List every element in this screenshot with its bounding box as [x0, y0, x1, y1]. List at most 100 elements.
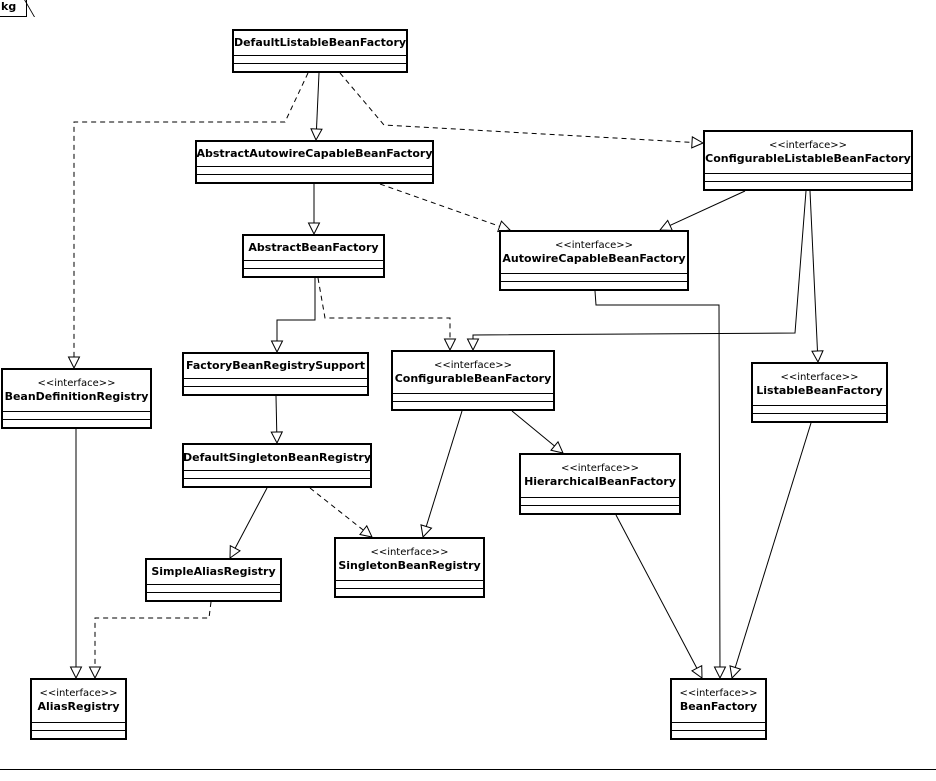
attributes-compartment — [32, 722, 125, 730]
attributes-compartment — [234, 55, 406, 63]
generalization-line-fbrs-dsbr — [275, 395, 278, 433]
interface-listable-bean-factory[interactable]: <<interface>> ListableBeanFactory — [751, 362, 888, 423]
operations-compartment — [244, 268, 383, 276]
hollow-triangle-arrowhead — [466, 338, 480, 352]
generalization-line-hbf-bf — [615, 514, 698, 669]
class-name: SingletonBeanRegistry — [338, 558, 481, 572]
interface-hierarchical-bean-factory[interactable]: <<interface>> HierarchicalBeanFactory — [519, 453, 681, 515]
attributes-compartment — [244, 260, 383, 268]
hollow-triangle-arrowhead — [691, 664, 703, 679]
operations-compartment — [753, 413, 886, 421]
class-name: FactoryBeanRegistrySupport — [185, 359, 366, 372]
realization-line-abf-cbf — [317, 277, 451, 339]
operations-compartment — [184, 478, 370, 486]
interface-stereotype: <<interface>> — [679, 688, 758, 699]
realization-line-aacbf-acbf — [379, 183, 500, 227]
operations-compartment — [3, 419, 150, 427]
hollow-triangle-arrowhead — [729, 665, 742, 680]
class-name: ListableBeanFactory — [756, 383, 883, 397]
operations-compartment — [234, 63, 406, 71]
hollow-triangle-arrowhead — [811, 350, 824, 364]
interface-configurable-listable-bean-factory[interactable]: <<interface>> ConfigurableListableBeanFa… — [703, 130, 913, 191]
class-name: HierarchicalBeanFactory — [524, 475, 676, 488]
interface-autowire-capable-bean-factory[interactable]: <<interface>> AutowireCapableBeanFactory — [499, 230, 689, 291]
hollow-triangle-arrowhead — [550, 440, 564, 454]
interface-bean-factory[interactable]: <<interface>> BeanFactory — [670, 678, 767, 740]
generalization-line-dsbr-sar — [234, 487, 268, 549]
operations-compartment — [147, 592, 280, 600]
interface-singleton-bean-registry[interactable]: <<interface>> SingletonBeanRegistry — [334, 537, 485, 598]
hollow-triangle-arrowhead — [359, 524, 373, 538]
generalization-line-clbf-cbf — [472, 190, 807, 339]
class-name: AbstractAutowireCapableBeanFactory — [196, 147, 433, 160]
attributes-compartment — [184, 470, 370, 478]
realization-line-dlbf-clbf — [339, 72, 693, 143]
attributes-compartment — [705, 173, 911, 181]
interface-bean-definition-registry[interactable]: <<interface>> BeanDefinitionRegistry — [1, 368, 152, 429]
realization-line-dlbf-bdr — [73, 72, 309, 357]
class-abstract-bean-factory[interactable]: AbstractBeanFactory — [242, 234, 385, 278]
hollow-triangle-arrowhead — [88, 666, 102, 680]
interface-alias-registry[interactable]: <<interface>> AliasRegistry — [30, 678, 127, 740]
class-name: DefaultListableBeanFactory — [233, 36, 407, 49]
operations-compartment — [501, 281, 687, 289]
hollow-triangle-arrowhead — [229, 544, 241, 559]
class-name: AbstractBeanFactory — [248, 241, 379, 254]
hollow-triangle-arrowhead — [691, 136, 705, 149]
class-default-singleton-bean-registry[interactable]: DefaultSingletonBeanRegistry — [182, 443, 372, 488]
attributes-compartment — [184, 378, 367, 386]
interface-stereotype: <<interface>> — [554, 239, 634, 251]
interface-stereotype: <<interface>> — [768, 139, 848, 151]
attributes-compartment — [197, 166, 432, 174]
attributes-compartment — [393, 393, 553, 401]
hollow-triangle-arrowhead — [67, 356, 81, 370]
attributes-compartment — [672, 722, 765, 730]
class-name: BeanFactory — [679, 700, 758, 713]
generalization-line-clbf-lbf — [809, 190, 818, 352]
class-abstract-autowire-capable-bean-factory[interactable]: AbstractAutowireCapableBeanFactory — [195, 140, 434, 184]
operations-compartment — [521, 505, 679, 513]
operations-compartment — [336, 588, 483, 596]
class-name: SimpleAliasRegistry — [151, 565, 276, 578]
interface-stereotype: <<interface>> — [370, 546, 449, 558]
attributes-compartment — [753, 405, 886, 413]
generalization-line-dlbf-aacbf — [315, 72, 320, 130]
operations-compartment — [672, 730, 765, 738]
operations-compartment — [393, 401, 553, 409]
hollow-triangle-arrowhead — [270, 340, 284, 354]
class-default-listable-bean-factory[interactable]: DefaultListableBeanFactory — [232, 29, 408, 73]
interface-configurable-bean-factory[interactable]: <<interface>> ConfigurableBeanFactory — [391, 350, 555, 411]
operations-compartment — [197, 174, 432, 182]
class-name: ConfigurableListableBeanFactory — [705, 151, 911, 165]
hollow-triangle-arrowhead — [307, 222, 321, 236]
attributes-compartment — [521, 497, 679, 505]
generalization-line-clbf-acbf — [669, 190, 746, 226]
class-name: AliasRegistry — [37, 700, 120, 713]
class-factory-bean-registry-support[interactable]: FactoryBeanRegistrySupport — [182, 352, 369, 396]
hollow-triangle-arrowhead — [310, 128, 323, 142]
attributes-compartment — [501, 273, 687, 281]
class-name: BeanDefinitionRegistry — [4, 389, 149, 403]
attributes-compartment — [336, 580, 483, 588]
class-simple-alias-registry[interactable]: SimpleAliasRegistry — [145, 558, 282, 602]
hollow-triangle-arrowhead — [420, 524, 433, 539]
attributes-compartment — [3, 411, 150, 419]
class-name: ConfigurableBeanFactory — [394, 371, 552, 385]
generalization-line-abf-fbrs — [276, 278, 316, 341]
realization-line-dsbr-sbr — [309, 487, 364, 531]
generalization-line-acbf-bf — [594, 290, 721, 668]
generalization-line-lbf-bf — [734, 422, 812, 668]
interface-stereotype: <<interface>> — [37, 377, 116, 389]
operations-compartment — [705, 181, 911, 189]
generalization-line-cbf-sbr — [425, 410, 463, 527]
hollow-triangle-arrowhead — [270, 431, 284, 445]
package-bottom-border — [0, 769, 936, 770]
package-tab: kg — [0, 0, 28, 17]
realization-line-sar-ar — [94, 601, 212, 667]
interface-stereotype: <<interface>> — [433, 359, 513, 371]
hollow-triangle-arrowhead — [69, 666, 83, 680]
attributes-compartment — [147, 584, 280, 592]
hollow-triangle-arrowhead — [443, 338, 457, 352]
